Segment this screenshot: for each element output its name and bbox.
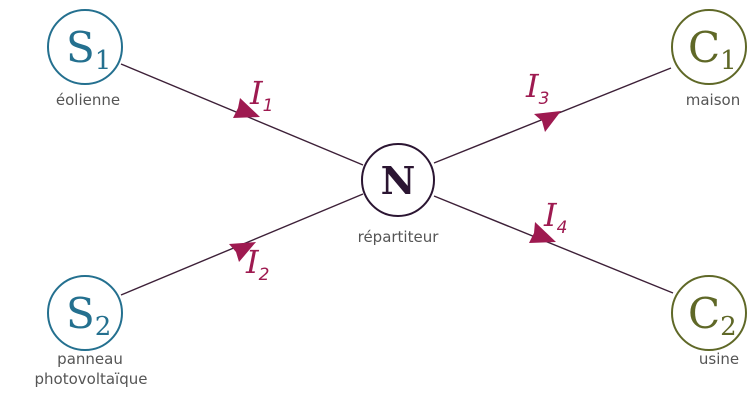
node-c1-subscript: 1	[720, 46, 737, 76]
node-s2: S2 panneau photovoltaïque	[35, 275, 148, 388]
current-i1-subscript: 1	[263, 96, 274, 116]
node-n: N répartiteur	[358, 143, 440, 246]
node-c2: C2 usine	[671, 275, 747, 368]
node-s2-caption-line1: panneau	[57, 350, 123, 368]
node-c2-label: C2	[688, 289, 737, 342]
wire-n-c2	[433, 195, 674, 294]
node-s1: S1 éolienne	[47, 9, 123, 109]
node-c2-caption: usine	[699, 350, 739, 368]
node-s1-subscript: 1	[95, 46, 112, 76]
node-s2-label: S2	[66, 289, 111, 342]
current-i3-subscript: 3	[539, 89, 550, 109]
node-c1-circle	[671, 9, 747, 85]
node-s2-caption-line2: photovoltaïque	[35, 370, 148, 388]
node-s1-circle	[47, 9, 123, 85]
node-s1-caption: éolienne	[56, 91, 120, 109]
node-c2-circle	[671, 275, 747, 351]
node-n-label: N	[381, 158, 416, 203]
arrow-i2	[229, 242, 256, 262]
current-label-i2: I2	[245, 243, 269, 285]
current-label-i1: I1	[249, 74, 273, 116]
current-arrows	[229, 98, 561, 262]
node-n-circle	[361, 143, 435, 217]
node-c2-subscript: 2	[720, 312, 737, 342]
node-c1-label: C1	[688, 23, 737, 76]
node-c1: C1 maison	[671, 9, 747, 109]
node-c1-caption: maison	[686, 91, 740, 109]
node-n-caption: répartiteur	[358, 228, 440, 246]
arrow-i1	[233, 98, 260, 118]
node-s2-subscript: 2	[95, 312, 112, 342]
current-i4-subscript: 4	[557, 218, 568, 238]
node-s2-circle	[47, 275, 123, 351]
current-label-i4: I4	[543, 196, 567, 238]
node-s1-label: S1	[66, 23, 111, 76]
current-label-i3: I3	[525, 67, 549, 109]
arrow-i4	[529, 222, 556, 243]
arrow-i3	[534, 111, 561, 132]
current-i2-subscript: 2	[259, 265, 270, 285]
